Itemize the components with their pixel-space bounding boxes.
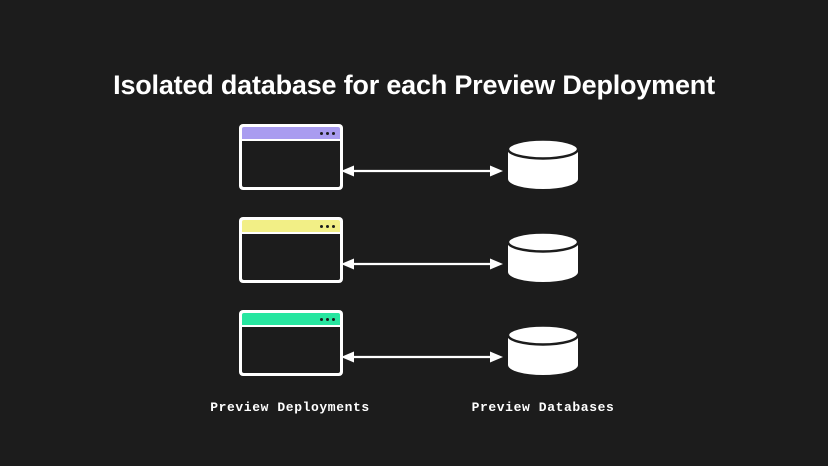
window-controls-3 bbox=[320, 317, 335, 321]
page-title: Isolated database for each Preview Deplo… bbox=[113, 70, 715, 101]
double-arrow-icon bbox=[341, 351, 503, 363]
window-titlebar-1 bbox=[242, 127, 340, 139]
window-controls-1 bbox=[320, 131, 335, 135]
caption-preview-deployments: Preview Deployments bbox=[210, 400, 370, 415]
window-body-2 bbox=[242, 234, 340, 280]
window-dot-icon bbox=[332, 131, 335, 135]
connector-arrow-1 bbox=[340, 164, 504, 178]
preview-deployment-window-1[interactable] bbox=[239, 124, 343, 190]
window-dot-icon bbox=[332, 317, 335, 321]
window-dot-icon bbox=[326, 131, 329, 135]
double-arrow-icon bbox=[341, 165, 503, 177]
preview-deployment-window-2[interactable] bbox=[239, 217, 343, 283]
window-dot-icon bbox=[320, 131, 323, 135]
caption-preview-databases: Preview Databases bbox=[471, 400, 615, 415]
connector-arrow-2 bbox=[340, 257, 504, 271]
window-dot-icon bbox=[326, 224, 329, 228]
window-body-1 bbox=[242, 141, 340, 187]
window-body-3 bbox=[242, 327, 340, 373]
window-dot-icon bbox=[332, 224, 335, 228]
window-dot-icon bbox=[320, 317, 323, 321]
preview-deployment-window-3[interactable] bbox=[239, 310, 343, 376]
preview-database-1[interactable] bbox=[506, 139, 580, 189]
database-cylinder-icon bbox=[506, 325, 580, 375]
window-controls-2 bbox=[320, 224, 335, 228]
database-cylinder-icon bbox=[506, 232, 580, 282]
window-titlebar-2 bbox=[242, 220, 340, 232]
window-dot-icon bbox=[320, 224, 323, 228]
preview-database-3[interactable] bbox=[506, 325, 580, 375]
connector-arrow-3 bbox=[340, 350, 504, 364]
window-dot-icon bbox=[326, 317, 329, 321]
window-titlebar-3 bbox=[242, 313, 340, 325]
preview-database-2[interactable] bbox=[506, 232, 580, 282]
double-arrow-icon bbox=[341, 258, 503, 270]
database-cylinder-icon bbox=[506, 139, 580, 189]
